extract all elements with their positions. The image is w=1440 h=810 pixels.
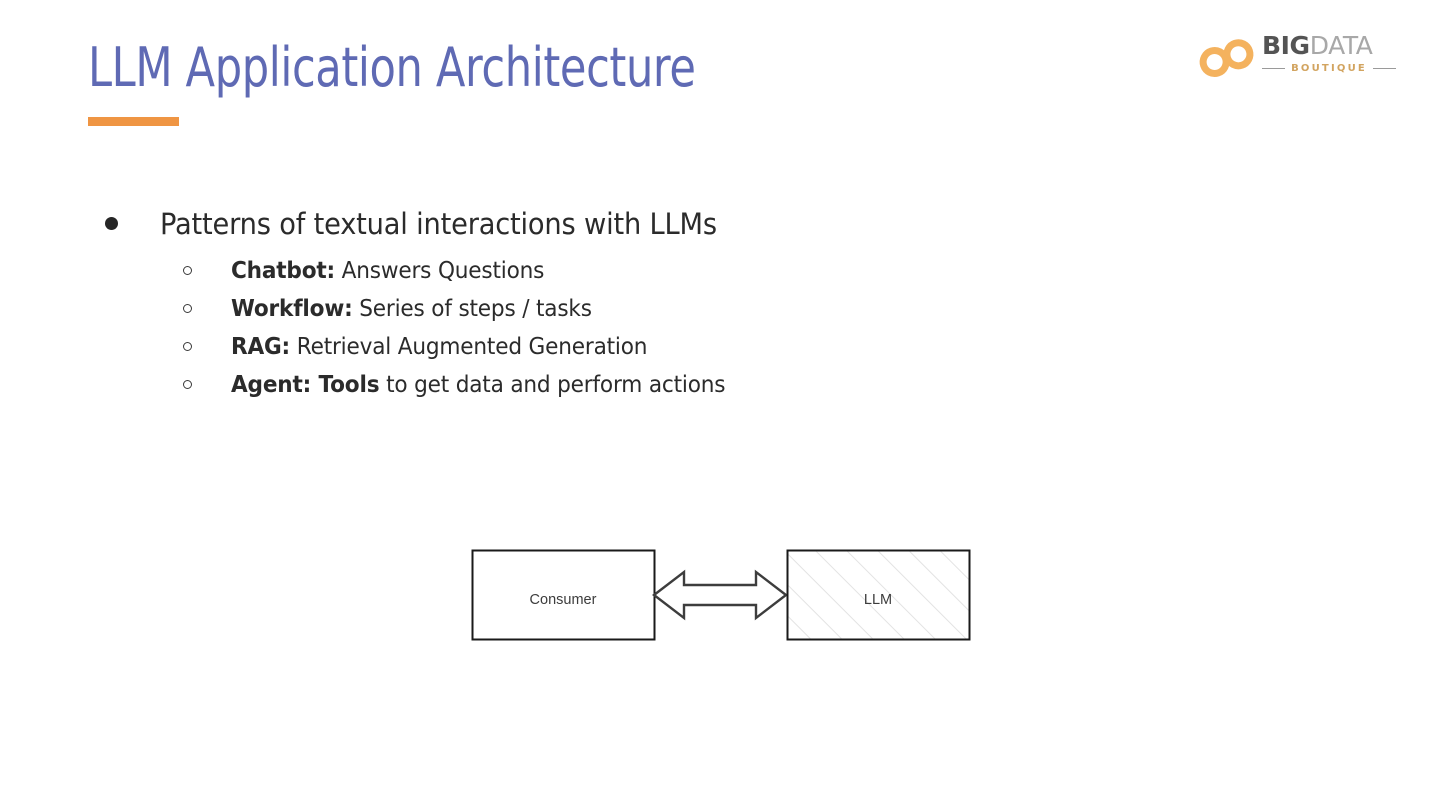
sub-bullet-marker <box>96 330 231 351</box>
bullet-lead-rag: RAG: <box>231 334 291 360</box>
bullet-text-chatbot: Chatbot: Answers Questions <box>231 254 544 288</box>
bullet-item-level1: Patterns of textual interactions with LL… <box>96 204 1196 244</box>
logo-wordmark: BIGDATA BOUTIQUE <box>1262 32 1396 74</box>
diagram-node-consumer: Consumer <box>471 549 656 641</box>
filled-dot-icon <box>105 217 118 230</box>
bullet-rest-rag: Retrieval Augmented Generation <box>290 334 648 360</box>
sub-bullet-marker <box>96 254 231 275</box>
logo-wordmark-main: BIGDATA <box>1262 32 1396 60</box>
sub-bullet-marker <box>96 292 231 313</box>
bullet-item-chatbot: Chatbot: Answers Questions <box>96 254 1196 292</box>
bullet-item-rag: RAG: Retrieval Augmented Generation <box>96 330 1196 368</box>
sub-bullet-marker <box>96 368 231 389</box>
diagram-node-consumer-label: Consumer <box>530 592 597 608</box>
bullet-rest-agent: to get data and perform actions <box>379 372 726 398</box>
logo-text-big: BIG <box>1262 31 1310 60</box>
logo-text-data: DATA <box>1309 31 1373 60</box>
bullet-text-level1: Patterns of textual interactions with LL… <box>160 207 717 241</box>
bullet-text-rag: RAG: Retrieval Augmented Generation <box>231 330 647 364</box>
diagram-node-llm: LLM <box>786 549 971 641</box>
bullet-lead-chatbot: Chatbot: <box>231 258 336 284</box>
bullet-text-workflow: Workflow: Series of steps / tasks <box>231 292 592 326</box>
bullet-lead-workflow: Workflow: <box>231 296 353 322</box>
bullet-rest-chatbot: Answers Questions <box>335 258 545 284</box>
infinity-icon <box>1199 39 1254 78</box>
diagram-node-llm-label: LLM <box>864 592 892 608</box>
sub-bullet-list: Chatbot: Answers Questions Workflow: Ser… <box>96 254 1196 406</box>
bullet-rest-workflow: Series of steps / tasks <box>352 296 592 322</box>
architecture-diagram: Consumer LLM <box>466 544 976 648</box>
bullet-text-agent: Agent: Tools to get data and perform act… <box>231 368 726 402</box>
bullet-marker <box>96 204 160 230</box>
brand-logo: BIGDATA BOUTIQUE <box>1196 30 1396 86</box>
page-title: LLM Application Architecture <box>88 36 696 99</box>
logo-tagline: BOUTIQUE <box>1291 63 1367 74</box>
hollow-dot-icon <box>183 380 192 389</box>
hollow-dot-icon <box>183 342 192 351</box>
hollow-dot-icon <box>183 266 192 275</box>
bullet-list: Patterns of textual interactions with LL… <box>96 204 1196 406</box>
diagram-connector-arrow <box>652 569 788 621</box>
bullet-item-agent: Agent: Tools to get data and perform act… <box>96 368 1196 406</box>
logo-dash-right <box>1372 67 1396 70</box>
logo-dash-left <box>1262 67 1286 70</box>
logo-tagline-row: BOUTIQUE <box>1262 63 1396 74</box>
bullet-item-workflow: Workflow: Series of steps / tasks <box>96 292 1196 330</box>
hollow-dot-icon <box>183 304 192 313</box>
bullet-lead-agent: Agent: Tools <box>231 372 380 398</box>
title-accent-underline <box>88 117 179 126</box>
